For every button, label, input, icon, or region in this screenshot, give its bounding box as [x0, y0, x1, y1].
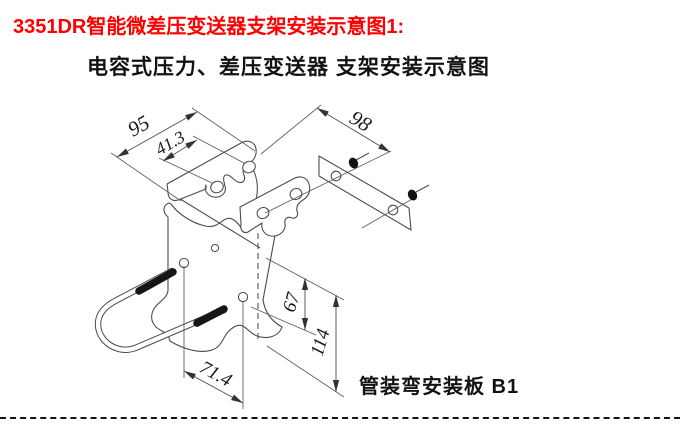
bolt-2 [407, 184, 430, 201]
dim-text-95: 95 [124, 110, 154, 141]
dimension-lines [116, 107, 391, 404]
top-slotted-plate [166, 140, 257, 202]
figure-subtitle: 电容式压力、差压变送器 支架安装示意图 [87, 56, 490, 79]
ubolt-thread-upper [135, 268, 177, 295]
dim-text-41-3: 41.3 [152, 126, 189, 159]
slot-hole-right [242, 160, 256, 174]
dim-line-71-4 [183, 370, 244, 404]
dim-text-67: 67 [279, 289, 305, 314]
slot-hole-left [210, 180, 224, 194]
mounting-plate-outline [318, 155, 412, 231]
dim-line-98 [316, 107, 391, 153]
dim-line-41-3 [162, 139, 198, 162]
ubolt-hole-right [237, 291, 249, 303]
dim-text-114: 114 [307, 326, 335, 358]
bolt-1 [348, 152, 370, 169]
bottom-dashed-divider [0, 417, 680, 419]
bend-edge [176, 196, 261, 249]
ubolt-thread-lower [193, 305, 228, 327]
u-bolt [94, 267, 228, 353]
bolt-axis-line-1 [264, 150, 392, 214]
side-slotted-flange [239, 176, 311, 237]
dim-line-95 [116, 111, 198, 158]
figure-caption: 管装弯安装板 B1 [359, 376, 520, 398]
bolt-axis-line-2 [361, 197, 415, 229]
wall-mounting-plate [264, 150, 430, 231]
page-title: 3351DR智能微差压变送器支架安装示意图1: [13, 16, 405, 38]
small-hole [210, 243, 220, 253]
dim-text-98: 98 [345, 105, 376, 137]
dim-text-71-4: 71.4 [196, 357, 236, 392]
flange-hole-lower [256, 206, 270, 220]
